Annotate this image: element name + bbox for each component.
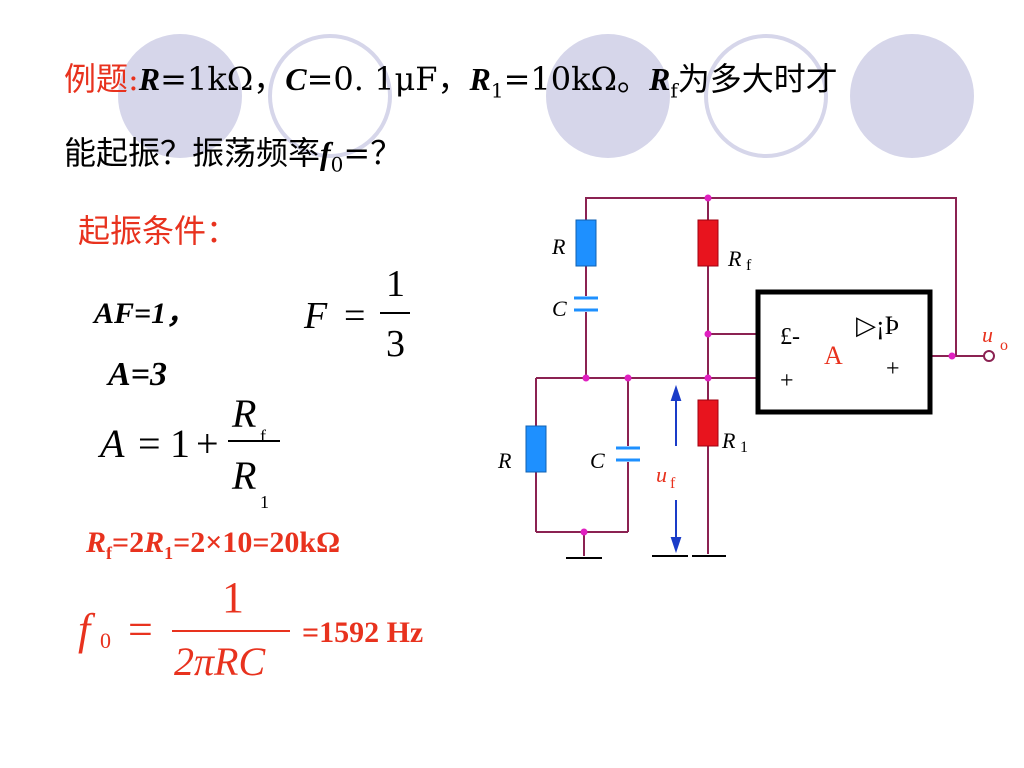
opamp-label-a: A (824, 341, 843, 370)
f0-question: =？ (343, 134, 403, 172)
node-output (948, 352, 956, 360)
opamp-plus-left: + (780, 368, 794, 394)
f0-subscript: 0 (330, 152, 344, 177)
f0-lhs-sub: 0 (100, 628, 111, 653)
f0-equals: = (128, 605, 153, 654)
node-inverting (704, 330, 712, 338)
feedback-lhs: F (304, 295, 328, 337)
c-symbol: C (285, 61, 307, 97)
gain-equals: = (138, 421, 161, 466)
rf-result: Rf=2R1=2×10=20kΩ (86, 526, 340, 564)
gain-numerator: R (232, 391, 257, 436)
f0-denominator: 2πRC (174, 638, 265, 685)
f0-fraction-bar (172, 630, 290, 632)
uf-arrow-down-head (670, 537, 682, 554)
gain-numerator-sub: f (260, 426, 266, 446)
node-c-top-bottom (582, 374, 590, 382)
resistor-r-bottom (525, 425, 547, 473)
rf-symbol: R (649, 61, 671, 97)
label-r1-sub: 1 (740, 439, 748, 456)
c-value: =0. 1μF， (306, 60, 470, 98)
uf-arrows (670, 384, 682, 554)
gain-one: 1 (170, 421, 190, 466)
label-uo: u (982, 322, 993, 347)
capacitor-c-top (574, 296, 598, 312)
r1-value: =10kΩ。 (503, 60, 650, 98)
rf-result-r: R (86, 526, 107, 559)
resistor-r1 (697, 399, 719, 447)
decor-circle-2 (268, 34, 392, 158)
af-equation: AF=1， (94, 297, 197, 330)
opamp-plus-right: + (886, 356, 900, 382)
r1-subscript: 1 (490, 78, 504, 103)
node-bottom (580, 528, 588, 536)
rf-question: 为多大时才 (677, 60, 838, 98)
feedback-numerator: 1 (386, 263, 405, 305)
node-r1-top (704, 374, 712, 382)
rf-result-r1: R (144, 526, 165, 559)
rf-result-sub1: 1 (164, 543, 174, 563)
circuit-wires (535, 197, 984, 556)
problem-line-1: 例题:R=1kΩ，C=0. 1μF，R1=10kΩ。Rf为多大时才 (64, 54, 838, 102)
f0-symbol: f (320, 135, 331, 171)
gain-fraction-bar (228, 440, 280, 442)
opamp-symbol: ▷¡Þ (856, 311, 899, 340)
feedback-equals: = (344, 295, 366, 337)
ground-symbols (566, 555, 726, 559)
gain-lhs: A (100, 421, 125, 466)
gain-denominator: R (232, 453, 257, 498)
label-r-bottom: R (497, 448, 512, 473)
label-rf: R (727, 246, 742, 271)
decor-circle-3 (546, 34, 670, 158)
label-r1: R (721, 428, 736, 453)
decor-circle-4 (704, 34, 828, 158)
feedback-fraction-bar (380, 312, 410, 314)
problem-prefix: 例题: (64, 60, 139, 98)
label-c-bottom: C (590, 448, 605, 473)
label-uf: u (656, 462, 667, 487)
a-equation: A=3 (108, 356, 168, 393)
f0-lhs: f (78, 605, 91, 654)
gain-denominator-sub: 1 (260, 492, 269, 512)
rf-result-sub: f (106, 543, 113, 563)
r-symbol: R (138, 61, 161, 97)
r-value: =1kΩ， (160, 60, 286, 98)
label-uf-sub: f (670, 475, 676, 492)
decor-circle-1 (118, 34, 242, 158)
uf-arrow-up-head (670, 384, 682, 401)
feedback-denominator: 3 (386, 323, 405, 365)
gain-plus: + (196, 421, 219, 466)
rf-result-text2: =2×10=20kΩ (173, 526, 341, 559)
rf-result-text1: =2 (112, 526, 145, 559)
opamp-box (755, 289, 933, 415)
output-terminal (983, 350, 995, 362)
node-c-bottom-top (624, 374, 632, 382)
label-rf-sub: f (746, 257, 752, 274)
line2-text: 能起振？振荡频率 (64, 134, 321, 172)
resistor-r-top (575, 219, 597, 267)
resistor-rf (697, 219, 719, 267)
condition-title: 起振条件： (78, 212, 239, 250)
node-top (704, 194, 712, 202)
decor-circle-5 (850, 34, 974, 158)
r1-symbol: R (469, 61, 491, 97)
f0-result: =1592 Hz (302, 616, 424, 649)
capacitor-c-bottom (616, 446, 640, 462)
f0-denominator-text: 2πRC (174, 639, 266, 684)
f0-numerator: 1 (222, 573, 244, 622)
label-r-top: R (551, 234, 566, 259)
label-uo-sub: o (1000, 337, 1008, 354)
junction-nodes (580, 194, 956, 536)
opamp-minus: £- (780, 324, 800, 350)
rf-subscript: f (670, 78, 678, 103)
label-c-top: C (552, 296, 567, 321)
problem-line-2: 能起振？振荡频率f0=？ (64, 128, 402, 176)
